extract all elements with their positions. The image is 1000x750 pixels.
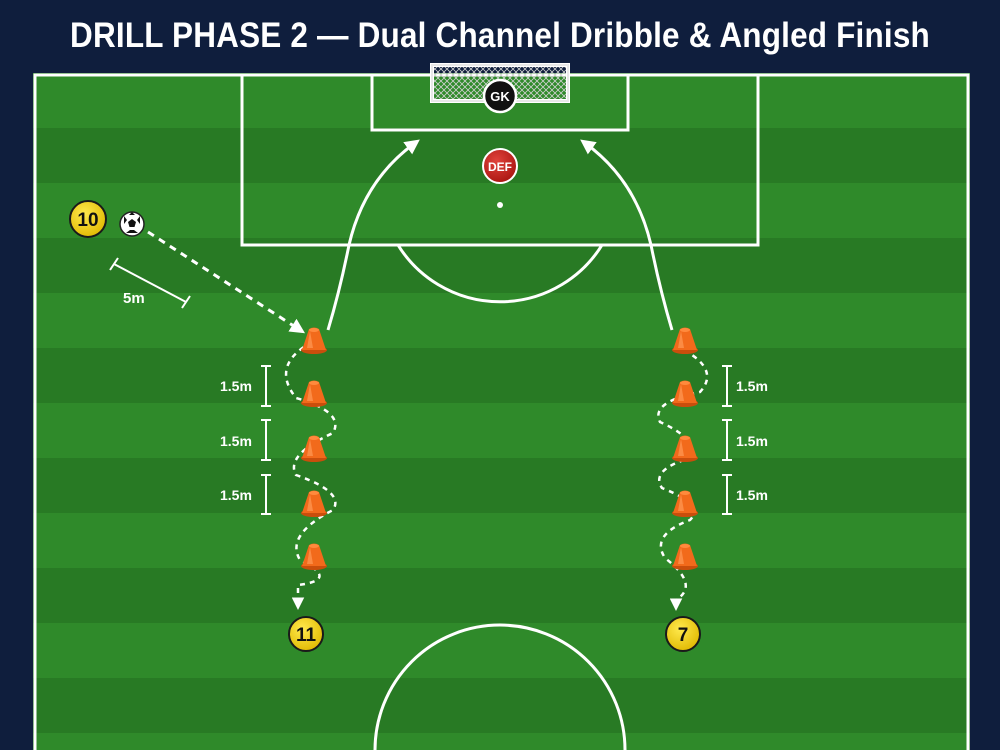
player-11-label: 11 — [296, 625, 317, 646]
pass-distance-label: 5m — [123, 290, 145, 307]
defender-label: DEF — [488, 160, 512, 174]
player-10-token: 10 — [69, 200, 107, 238]
right-spacing-markers — [722, 365, 732, 515]
right-finish-run-arrow — [580, 139, 674, 331]
right-gap-label-3: 1.5m — [736, 487, 768, 503]
right-gap-label-1: 1.5m — [736, 378, 768, 394]
defender-token: DEF — [482, 148, 518, 184]
player-10-label: 10 — [77, 210, 98, 231]
player-11-token: 11 — [288, 616, 324, 652]
pass-distance-marker: 5m — [109, 257, 191, 309]
player-7-token: 7 — [665, 616, 701, 652]
penalty-arc — [396, 244, 604, 304]
left-gap-label-1: 1.5m — [220, 378, 252, 394]
soccer-ball-icon — [119, 211, 145, 237]
left-finish-run-arrow — [326, 139, 420, 331]
penalty-spot — [497, 202, 503, 208]
goalkeeper-token: GK — [482, 78, 518, 114]
goalkeeper-label: GK — [490, 89, 510, 104]
left-gap-label-3: 1.5m — [220, 487, 252, 503]
left-dribble-path — [284, 340, 337, 610]
pass-arrow — [147, 230, 306, 334]
left-gap-label-2: 1.5m — [220, 433, 252, 449]
player-7-label: 7 — [678, 625, 689, 646]
left-spacing-markers — [261, 365, 271, 515]
diagram-title: DRILL PHASE 2 — Dual Channel Dribble & A… — [70, 16, 930, 55]
center-circle — [373, 623, 627, 750]
right-gap-label-2: 1.5m — [736, 433, 768, 449]
pitch — [33, 73, 970, 750]
